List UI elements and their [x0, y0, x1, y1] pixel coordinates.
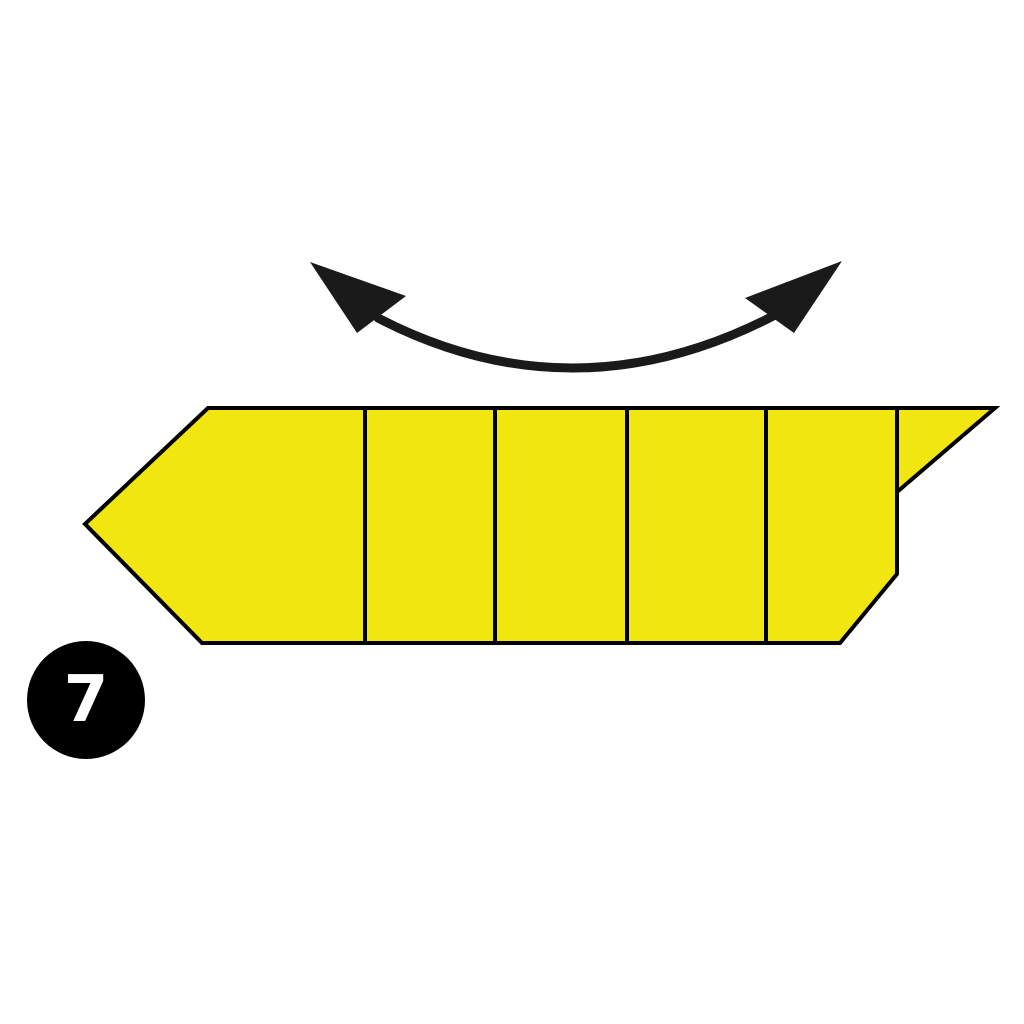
step-number-badge: 7 [27, 641, 145, 759]
flip-arrow-left-head [310, 262, 406, 333]
paper-corner-flap [895, 406, 1001, 497]
step-badge-circle [27, 641, 145, 759]
paper-strip-body [82, 406, 899, 645]
folded-paper-strip [82, 406, 1001, 645]
flip-over-arrow-icon [310, 261, 842, 373]
flip-arrow-curve [373, 309, 782, 373]
step-number: 7 [63, 663, 109, 737]
flip-arrow-right-head [745, 261, 842, 333]
